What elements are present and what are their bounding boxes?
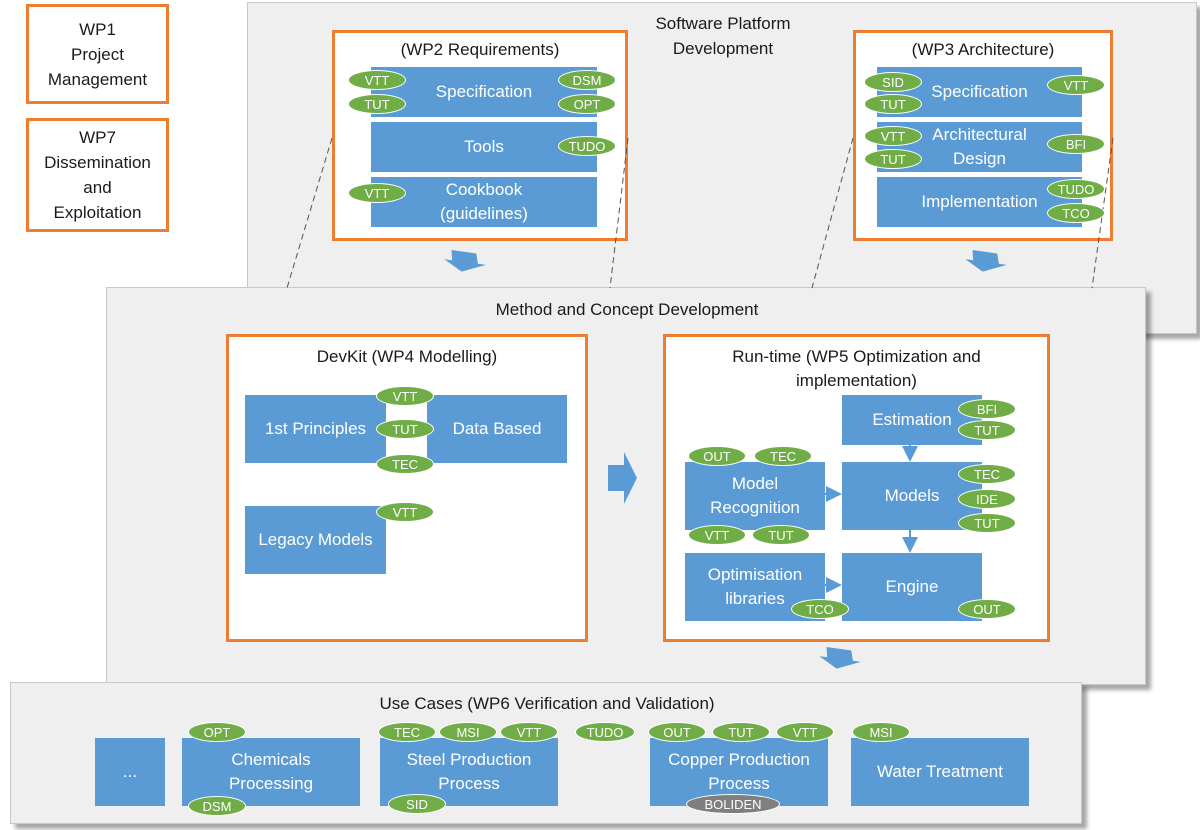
tag-vtt: VTT: [864, 126, 922, 146]
legacy-models-box: Legacy Models: [245, 506, 386, 574]
wp1-label: WP1 Project Management: [47, 19, 148, 89]
tag-tco: TCO: [791, 599, 849, 619]
tag-opt: OPT: [558, 94, 616, 114]
models-label: Models: [884, 486, 940, 505]
tag-ide: IDE: [958, 489, 1016, 509]
tag-tut: TUT: [752, 525, 810, 545]
use-cases-title: Use Cases (WP6 Verification and Validati…: [379, 694, 715, 713]
tag-tec: TEC: [958, 464, 1016, 484]
tag-msi: MSI: [852, 722, 910, 742]
tag-tut: TUT: [958, 420, 1016, 440]
model-recognition-box: Model Recognition: [685, 462, 825, 530]
wp3-architectural-label: Architectural Design: [932, 125, 1027, 168]
tag-tut: TUT: [864, 94, 922, 114]
engine-label: Engine: [885, 577, 939, 596]
tag-tec: TEC: [754, 446, 812, 466]
software-platform-title: Software Platform Development: [655, 14, 791, 58]
steel-production-label: Steel Production Process: [406, 750, 532, 793]
tag-dsm: DSM: [558, 70, 616, 90]
tag-vtt: VTT: [348, 183, 406, 203]
steel-production-box: Steel Production Process: [380, 738, 558, 806]
tag-tut: TUT: [958, 513, 1016, 533]
wp2-tools-label: Tools: [464, 137, 504, 156]
tag-tco: TCO: [1047, 203, 1105, 223]
wp3-title: (WP3 Architecture): [911, 40, 1055, 59]
tag-tec: TEC: [376, 454, 434, 474]
data-based-label: Data Based: [452, 419, 542, 438]
tag-tut: TUT: [376, 419, 434, 439]
wp7-box: WP7 Dissemination and Exploitation: [26, 118, 169, 232]
tag-sid: SID: [388, 794, 446, 814]
tag-tut: TUT: [348, 94, 406, 114]
wp1-box: WP1 Project Management: [26, 4, 169, 104]
chemicals-processing-box: Chemicals Processing: [182, 738, 360, 806]
tag-bfi: BFI: [958, 399, 1016, 419]
tag-tudo: TUDO: [575, 722, 635, 742]
wp7-label: WP7 Dissemination and Exploitation: [44, 128, 151, 222]
tag-sid: SID: [864, 72, 922, 92]
tag-msi: MSI: [439, 722, 497, 742]
chemicals-processing-label: Chemicals Processing: [228, 750, 314, 793]
tag-tudo: TUDO: [1047, 179, 1105, 199]
wp2-title: (WP2 Requirements): [400, 40, 560, 59]
wp2-cookbook-label: Cookbook (guidelines): [440, 180, 528, 223]
use-case-more: ...: [95, 738, 165, 806]
wp4-devkit-box: DevKit (WP4 Modelling): [226, 334, 588, 642]
tag-vtt: VTT: [688, 525, 746, 545]
tag-tec: TEC: [378, 722, 436, 742]
legacy-models-label: Legacy Models: [258, 530, 373, 549]
estimation-box: Estimation: [842, 395, 982, 445]
tag-vtt: VTT: [348, 70, 406, 90]
first-principles-box: 1st Principles: [245, 395, 386, 463]
copper-production-label: Copper Production Process: [668, 750, 810, 793]
tag-vtt: VTT: [376, 386, 434, 406]
tag-out: OUT: [648, 722, 706, 742]
wp5-title: Run-time (WP5 Optimization and implement…: [732, 347, 981, 390]
model-recognition-label: Model Recognition: [710, 474, 800, 517]
tag-tut: TUT: [712, 722, 770, 742]
tag-bfi: BFI: [1047, 134, 1105, 154]
tag-vtt: VTT: [500, 722, 558, 742]
tag-tudo: TUDO: [558, 136, 616, 156]
use-case-more-label: ...: [122, 762, 138, 781]
tag-out: OUT: [688, 446, 746, 466]
tag-vtt: VTT: [776, 722, 834, 742]
wp2-tools: Tools: [371, 122, 597, 172]
first-principles-label: 1st Principles: [264, 419, 367, 438]
tag-vtt: VTT: [376, 502, 434, 522]
water-treatment-label: Water Treatment: [877, 762, 1003, 781]
wp3-implementation-label: Implementation: [921, 192, 1038, 211]
wp2-specification-label: Specification: [435, 82, 533, 101]
tag-dsm: DSM: [188, 796, 246, 816]
tag-opt: OPT: [188, 722, 246, 742]
tag-tut: TUT: [864, 149, 922, 169]
tag-vtt: VTT: [1047, 75, 1105, 95]
estimation-label: Estimation: [872, 410, 952, 429]
wp4-title: DevKit (WP4 Modelling): [316, 347, 498, 366]
wp2-cookbook: Cookbook (guidelines): [371, 177, 597, 227]
wp3-specification-label: Specification: [931, 82, 1028, 101]
tag-boliden: BOLIDEN: [686, 794, 780, 814]
data-based-box: Data Based: [427, 395, 567, 463]
tag-out: OUT: [958, 599, 1016, 619]
method-concept-title: Method and Concept Development: [495, 300, 759, 319]
water-treatment-box: Water Treatment: [851, 738, 1029, 806]
optimisation-libraries-label: Optimisation libraries: [707, 565, 803, 608]
